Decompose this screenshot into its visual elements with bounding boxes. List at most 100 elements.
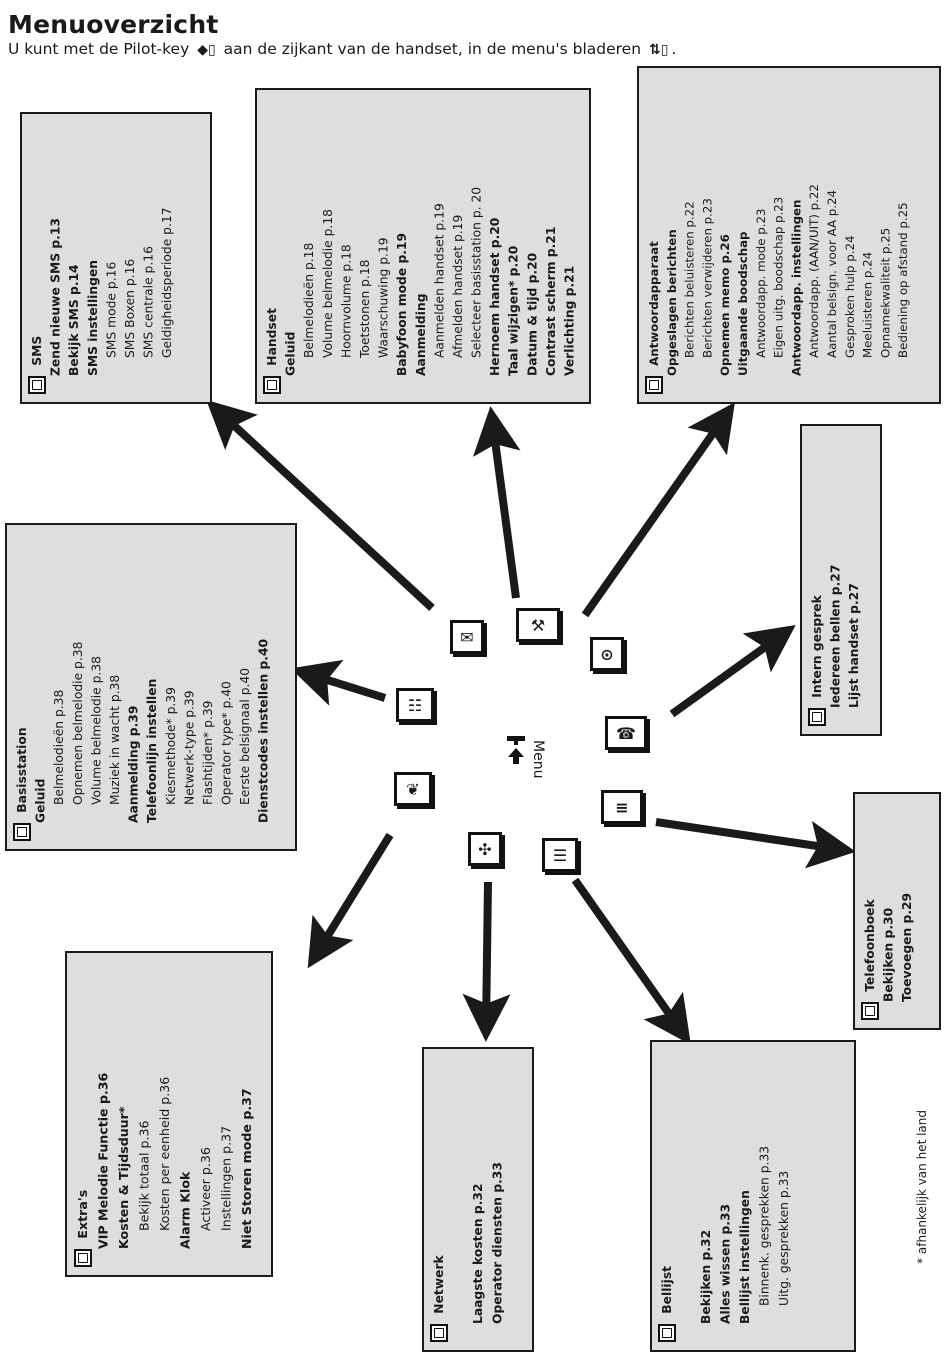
arrow-to-basisstation (290, 659, 387, 706)
menu-item[interactable]: Operator diensten p.33 (490, 1162, 505, 1324)
menu-item[interactable]: Aanmelden handset p.19 (432, 203, 447, 358)
menu-title: Antwoordapparaat (647, 241, 661, 366)
arrow-to-extras (307, 832, 394, 969)
menu-box-intern: Intern gesprek Iedereen bellen p.27 Lijs… (800, 424, 882, 736)
menu-item[interactable]: Netwerk-type p.39 (182, 690, 197, 805)
menu-item[interactable]: Kiesmethode* p.39 (163, 687, 178, 805)
menu-item[interactable]: SMS instellingen (85, 259, 100, 376)
menu-item[interactable]: Bediening op afstand p.25 (896, 202, 911, 358)
intercom-icon[interactable]: ☎ (605, 716, 647, 750)
menu-item[interactable]: Kosten & Tijdsduur* (116, 1106, 131, 1249)
menu-item[interactable]: Toevoegen p.29 (900, 892, 915, 1002)
menu-item[interactable]: Opnemen memo p.26 (718, 234, 733, 376)
menu-item[interactable]: Opnamekwaliteit p.25 (878, 227, 893, 358)
menu-item[interactable]: Toetstonen p.18 (357, 259, 372, 358)
menu-item[interactable]: Kosten per eenheid p.36 (157, 1076, 172, 1231)
menu-item[interactable]: Bekijk totaal p.36 (136, 1120, 152, 1231)
menu-item[interactable]: Iedereen bellen p.27 (828, 564, 843, 708)
menu-box-handset-content: Handset Geluid Belmelodieën p.18 Volume … (257, 90, 589, 402)
answering-machine-icon[interactable]: ⊙ (590, 637, 624, 671)
menu-box-telefoonboek: Telefoonboek Bekijken p.30 Toevoegen p.2… (853, 792, 941, 1030)
menu-item[interactable]: Verlichting p.21 (562, 265, 577, 376)
menu-item[interactable]: Datum & tijd p.20 (525, 252, 540, 376)
menu-item[interactable]: Operator type* p.40 (219, 681, 234, 805)
menu-item[interactable]: Antwoordapp. mode p.23 (753, 208, 768, 358)
gift-icon[interactable]: ❦ (394, 772, 432, 806)
menu-item[interactable]: Antwoordapp. instellingen (789, 199, 804, 376)
network-icon (430, 1324, 448, 1342)
menu-item[interactable]: Contrast scherm p.21 (543, 226, 558, 376)
arrow-to-netwerk (462, 881, 511, 1042)
menu-title: Netwerk (432, 1255, 446, 1314)
menu-item[interactable]: Geluid (33, 778, 48, 823)
menu-item[interactable]: Uitgaande boodschap (735, 231, 750, 377)
phonebook-icon[interactable]: ≡ (601, 790, 643, 824)
menu-item[interactable]: Activeer p.36 (198, 1147, 213, 1231)
arrow-to-intern (669, 624, 796, 718)
menu-item[interactable]: VIP Melodie Functie p.36 (95, 1072, 111, 1249)
menu-item[interactable]: Geluid (283, 331, 298, 376)
page-title: Menuoverzicht (8, 10, 219, 39)
menu-item[interactable]: Uitg. gesprekken p.33 (777, 1170, 791, 1306)
envelope-icon[interactable]: ✉ (450, 620, 484, 654)
menu-item[interactable]: Belmelodieën p.18 (302, 242, 317, 358)
menu-item[interactable]: Waarschuwing p.19 (376, 237, 391, 358)
menu-item[interactable]: Aantal belsign. voor AA p.24 (824, 189, 839, 358)
menu-item[interactable]: SMS centrale p.16 (141, 246, 156, 358)
menu-box-basisstation-content: Basisstation Geluid Belmelodieën p.38 Op… (7, 525, 295, 849)
menu-item[interactable]: Selecteer basisstation p. 20 (469, 186, 484, 358)
menu-item[interactable]: SMS Boxen p.16 (122, 258, 137, 358)
menu-item[interactable]: Eerste belsignaal p.40 (238, 667, 253, 805)
menu-item[interactable]: Berichten verwijderen p.23 (700, 198, 715, 358)
menu-item[interactable]: Bekijken p.32 (699, 1229, 713, 1324)
menu-header: SMS (28, 124, 47, 394)
menu-item[interactable]: Alles wissen p.33 (718, 1203, 733, 1324)
menu-item[interactable]: Afmelden handset p.19 (450, 214, 465, 358)
scroll-key-icon: ⇅▯ (648, 42, 669, 58)
call-list-icon[interactable]: ☰ (542, 838, 578, 872)
menu-item[interactable]: Opnemen belmelodie p.38 (70, 641, 85, 805)
base-station-icon[interactable]: ☷ (396, 688, 434, 722)
menu-item[interactable]: Muziek in wacht p.38 (107, 674, 122, 805)
menu-item[interactable]: Aanmelding p.39 (126, 705, 141, 823)
menu-item[interactable]: Gesproken hulp p.24 (842, 235, 857, 358)
menu-header: Antwoordapparaat (645, 78, 664, 394)
menu-item[interactable]: Zend nieuwe SMS p.13 (48, 218, 63, 376)
handset-settings-icon[interactable]: ⚒ (516, 608, 560, 642)
menu-item[interactable]: Instellingen p.37 (218, 1125, 234, 1231)
menu-item[interactable]: Flashtijden* p.39 (200, 700, 215, 805)
menu-item[interactable]: SMS mode p.16 (104, 261, 119, 358)
menu-item[interactable]: Laagste kosten p.32 (471, 1183, 485, 1324)
menu-title: Basisstation (15, 727, 29, 813)
menu-item[interactable]: Antwoordapp. (AAN/UIT) p.22 (807, 184, 822, 358)
menu-item[interactable]: Belmelodieën p.38 (52, 689, 67, 805)
menu-box-bellijst: Bellijst Bekijken p.32 Alles wissen p.33… (650, 1040, 856, 1352)
menu-item[interactable]: Babyfoon mode p.19 (395, 232, 410, 376)
spacer (450, 1059, 470, 1342)
menu-item[interactable]: Lijst handset p.27 (847, 583, 862, 708)
network-icon[interactable]: ✣ (468, 832, 502, 866)
menu-item[interactable]: Hoornvolume p.18 (339, 244, 354, 358)
menu-item[interactable]: Volume belmelodie p.18 (320, 209, 335, 358)
menu-item[interactable]: Telefoonlijn instellen (145, 678, 160, 823)
page-subtitle: U kunt met de Pilot-key ◆▯ aan de zijkan… (8, 40, 676, 58)
menu-item[interactable]: Bellijst instellingen (738, 1190, 752, 1324)
menu-item[interactable]: Hernoem handset p.20 (488, 217, 503, 376)
menu-item[interactable]: Bekijk SMS p.14 (67, 264, 82, 376)
menu-item[interactable]: Taal wijzigen* p.20 (506, 245, 521, 376)
menu-item[interactable]: Bekijken p.30 (881, 907, 896, 1002)
menu-item[interactable]: Berichten beluisteren p.22 (682, 201, 697, 358)
menu-item[interactable]: Eigen uitg. boodschap p.23 (771, 196, 786, 358)
menu-item[interactable]: Opgeslagen berichten (664, 229, 679, 376)
menu-item[interactable]: Meeluisteren p.24 (860, 251, 875, 358)
menu-key-icon[interactable] (506, 734, 526, 774)
menu-item[interactable]: Aanmelding (413, 293, 428, 376)
menu-item[interactable]: Binnenk. gesprekken p.33 (757, 1145, 772, 1306)
menu-item[interactable]: Niet Storen mode p.37 (239, 1088, 254, 1249)
menu-header: Handset (263, 100, 282, 394)
menu-item[interactable]: Volume belmelodie p.38 (89, 656, 104, 805)
menu-item[interactable]: Dienstcodes instellen p.40 (256, 638, 271, 823)
menu-title: Telefoonboek (863, 899, 877, 992)
menu-item[interactable]: Alarm Klok (177, 1171, 193, 1249)
menu-item[interactable]: Geldigheidsperiode p.17 (160, 207, 175, 358)
